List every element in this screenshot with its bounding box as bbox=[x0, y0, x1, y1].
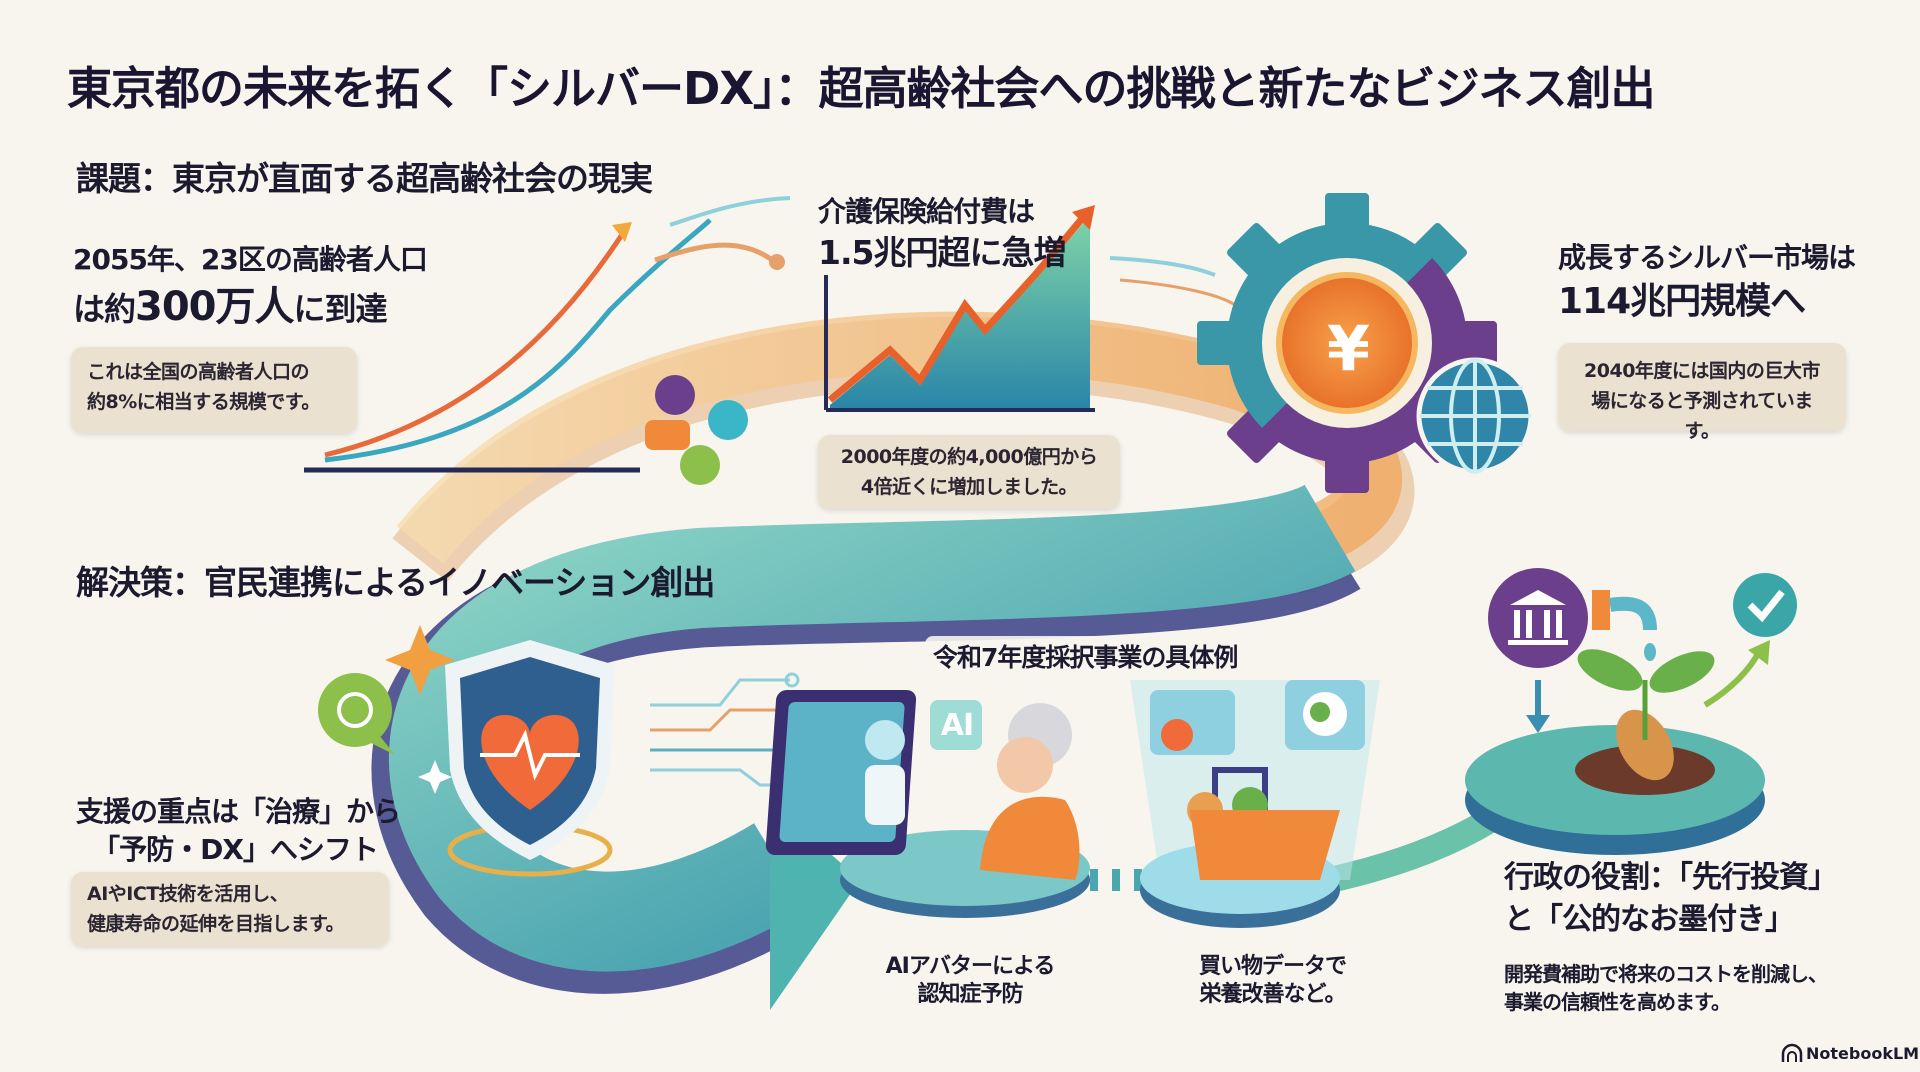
care-cost-headline-line1: 介護保険給付費は bbox=[818, 195, 1035, 228]
check-icon bbox=[1703, 573, 1797, 708]
brain-speech-bubble-icon bbox=[318, 673, 395, 755]
sprout-icon bbox=[1577, 649, 1715, 781]
ai-example-line1: AIアバターによる bbox=[885, 954, 1056, 979]
population-number: 300万人 bbox=[135, 284, 294, 330]
population-suffix: に到達 bbox=[293, 290, 388, 328]
gear-icon bbox=[1197, 193, 1497, 493]
market-note-bubble: 2040年度には国内の巨大市 場になると予測されています。 bbox=[1558, 343, 1846, 442]
population-prefix: は約 bbox=[73, 290, 136, 328]
care-cost-chart bbox=[824, 205, 1236, 412]
globe-icon bbox=[1416, 357, 1534, 475]
shield-heart-icon bbox=[445, 640, 615, 877]
shopping-basket-icon bbox=[1130, 680, 1380, 928]
ai-avatar-scene bbox=[765, 690, 1090, 918]
ai-example-line2: 認知症予防 bbox=[917, 982, 1023, 1007]
puzzle-pieces-icon bbox=[645, 375, 748, 485]
shopping-example-line2: 栄養改善など。 bbox=[1199, 982, 1347, 1007]
sprout-platform bbox=[1465, 725, 1765, 855]
ai-badge bbox=[930, 700, 982, 750]
shopping-example-line1: 買い物データで bbox=[1198, 954, 1347, 979]
solution-heading: 解決策：官民連携によるイノベーション創出 bbox=[76, 563, 715, 602]
population-headline-line1: 2055年、23区の高齢者人口 bbox=[73, 243, 428, 276]
focus-note-line1: AIやICT技術を活用し、 bbox=[87, 883, 289, 905]
sparkle-icon bbox=[385, 625, 455, 794]
shopping-example-caption: 買い物データで 栄養改善など。 bbox=[1180, 953, 1365, 1009]
market-note-line1: 2040年度には国内の巨大市 bbox=[1584, 360, 1820, 382]
role-headline: 行政の役割：「先行投資」 と「公的なお墨付き」 bbox=[1504, 857, 1838, 941]
ai-badge-text: AI bbox=[940, 708, 974, 743]
care-cost-note-line2: 4倍近くに増加しました。 bbox=[860, 476, 1078, 498]
population-note-bubble: これは全国の高齢者人口の これは全国の高齢者人口の 約8%に相当する規模です。 bbox=[71, 347, 357, 433]
yen-symbol: ¥ bbox=[1326, 312, 1370, 385]
care-cost-note-line1: 2000年度の約4,000億円から bbox=[840, 446, 1098, 468]
examples-label: 令和7年度採択事業の具体例 bbox=[925, 636, 1246, 676]
notebooklm-logo-icon bbox=[1781, 1043, 1803, 1062]
footer-brand: NotebookLM bbox=[1806, 1044, 1920, 1063]
role-body: 開発費補助で将来のコストを削減し、 事業の信頼性を高めます。 bbox=[1504, 960, 1828, 1016]
ai-example-caption: AIアバターによる 認知症予防 bbox=[880, 953, 1060, 1009]
market-headline-line1: 成長するシルバー市場は bbox=[1558, 241, 1856, 274]
care-cost-note-bubble: 2000年度の約4,000億円から 4倍近くに増加しました。 bbox=[818, 435, 1120, 509]
page-title: 東京都の未来を拓く「シルバーDX」：超高齢社会への挑戦と新たなビジネス創出 bbox=[67, 62, 1656, 115]
orange-road-ribbon bbox=[392, 311, 1415, 594]
role-body-line2: 事業の信頼性を高めます。 bbox=[1504, 990, 1731, 1014]
market-headline-line2: 114兆円規模へ bbox=[1558, 281, 1806, 322]
focus-headline-line1: 支援の重点は「治療」から bbox=[76, 795, 401, 828]
population-growth-chart bbox=[304, 196, 791, 473]
care-cost-headline-line2: 1.5兆円超に急増 bbox=[818, 233, 1066, 272]
market-note-line2: 場になると予測されています。 bbox=[1591, 390, 1813, 442]
population-headline-line2: は約300万人に到達 bbox=[73, 274, 388, 332]
government-building-icon bbox=[1488, 568, 1588, 733]
population-note-line1: これは全国の高齢者人口の bbox=[87, 361, 310, 383]
focus-headline-line2: 「予防・DX」へシフト bbox=[92, 833, 379, 866]
challenge-heading: 課題：東京が直面する超高齢社会の現実 bbox=[76, 159, 653, 198]
watering-faucet-icon bbox=[1592, 590, 1657, 661]
role-body-line1: 開発費補助で将来のコストを削減し、 bbox=[1504, 962, 1828, 986]
focus-note-line2: 健康寿命の延伸を目指します。 bbox=[87, 913, 345, 935]
population-note-line2: 約8%に相当する規模です。 bbox=[87, 391, 320, 413]
role-headline-line1: 行政の役割：「先行投資」 bbox=[1504, 860, 1838, 895]
focus-note-bubble: AIやICT技術を活用し、 健康寿命の延伸を目指します。 bbox=[71, 872, 389, 946]
role-headline-line2: と「公的なお墨付き」 bbox=[1504, 902, 1795, 937]
